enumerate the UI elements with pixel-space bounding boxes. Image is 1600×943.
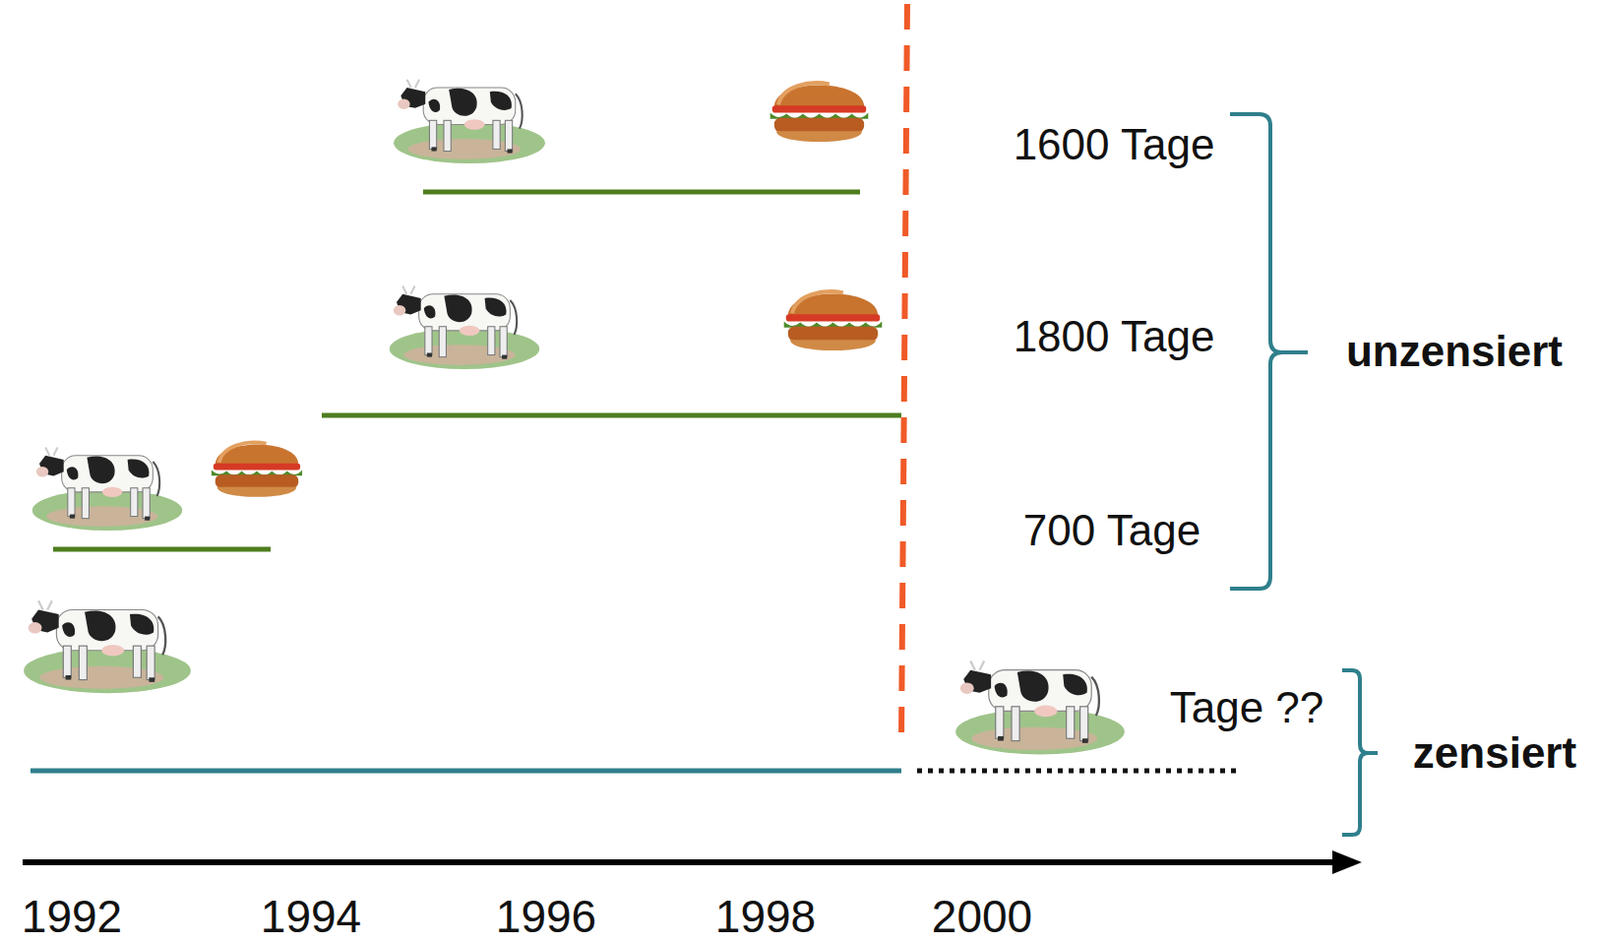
year-label: 1992 (21, 890, 123, 941)
life-line (53, 547, 271, 553)
burger-icon (211, 441, 303, 496)
duration-label: 1800 Tage (1013, 312, 1216, 361)
axis-arrowhead (1332, 850, 1362, 874)
bracket (1230, 114, 1308, 589)
unknown-line (917, 768, 1238, 774)
life-line (321, 413, 902, 419)
cow-icon (393, 79, 546, 164)
burger-icon (770, 82, 869, 142)
life-line (423, 189, 861, 195)
year-label: 1994 (260, 890, 362, 941)
cow-icon (955, 660, 1125, 754)
duration-label: 700 Tage (1023, 506, 1201, 554)
study-end-line (901, 3, 908, 743)
cow-icon (389, 286, 540, 370)
cow-icon (32, 447, 183, 531)
time-axis (22, 859, 1339, 865)
burger-icon (784, 291, 883, 351)
bracket (1342, 670, 1378, 835)
group-label: zensiert (1413, 729, 1577, 777)
duration-label: 1600 Tage (1013, 121, 1216, 169)
group-label: unzensiert (1346, 327, 1563, 375)
cow-icon (23, 600, 191, 693)
year-label: 1998 (715, 890, 816, 941)
year-label: 1996 (495, 890, 597, 941)
duration-label: Tage ?? (1169, 683, 1325, 732)
censored-line (30, 768, 902, 774)
year-label: 2000 (931, 890, 1033, 941)
